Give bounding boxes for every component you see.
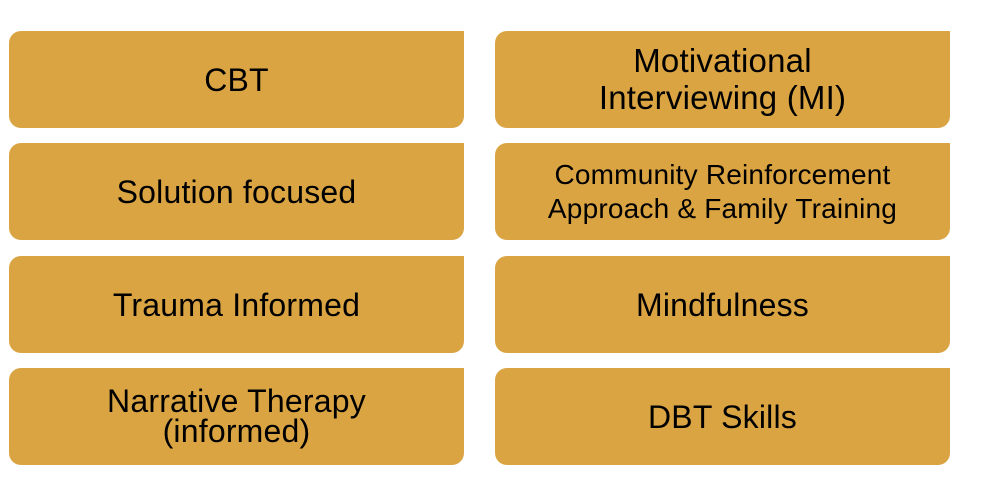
approach-box-mindfulness: Mindfulness [495,256,950,353]
approach-label-craft-line1: Community Reinforcement [554,158,891,190]
approach-label-craft-line2: Approach & Family Training [547,192,898,224]
approach-box-motivational-interviewing: Motivational Interviewing (MI) [495,31,950,128]
approach-label-mindfulness: Mindfulness [636,286,809,323]
approach-label-narrative-therapy: Narrative Therapy (informed) [107,383,366,449]
approach-label-cbt: CBT [204,61,269,98]
approach-label-trauma-informed: Trauma Informed [112,286,361,323]
approach-label-motivational-interviewing-line1: Motivational [633,42,812,80]
approach-box-dbt-skills: DBT Skills [495,368,950,465]
approach-label-dbt-skills: DBT Skills [648,398,797,435]
approach-label-narrative-therapy-line2: (informed) [162,412,311,449]
approach-label-craft: Community Reinforcement Approach & Famil… [548,158,897,225]
approach-box-narrative-therapy: Narrative Therapy (informed) [9,368,464,465]
approach-box-solution-focused: Solution focused [9,143,464,240]
approach-label-solution-focused: Solution focused [116,173,357,210]
approach-box-cbt: CBT [9,31,464,128]
approach-label-motivational-interviewing: Motivational Interviewing (MI) [598,42,847,116]
approach-label-motivational-interviewing-line2: Interviewing (MI) [598,78,847,116]
approach-box-craft: Community Reinforcement Approach & Famil… [495,143,950,240]
approach-box-trauma-informed: Trauma Informed [9,256,464,353]
approach-label-narrative-therapy-line1: Narrative Therapy [107,383,366,420]
